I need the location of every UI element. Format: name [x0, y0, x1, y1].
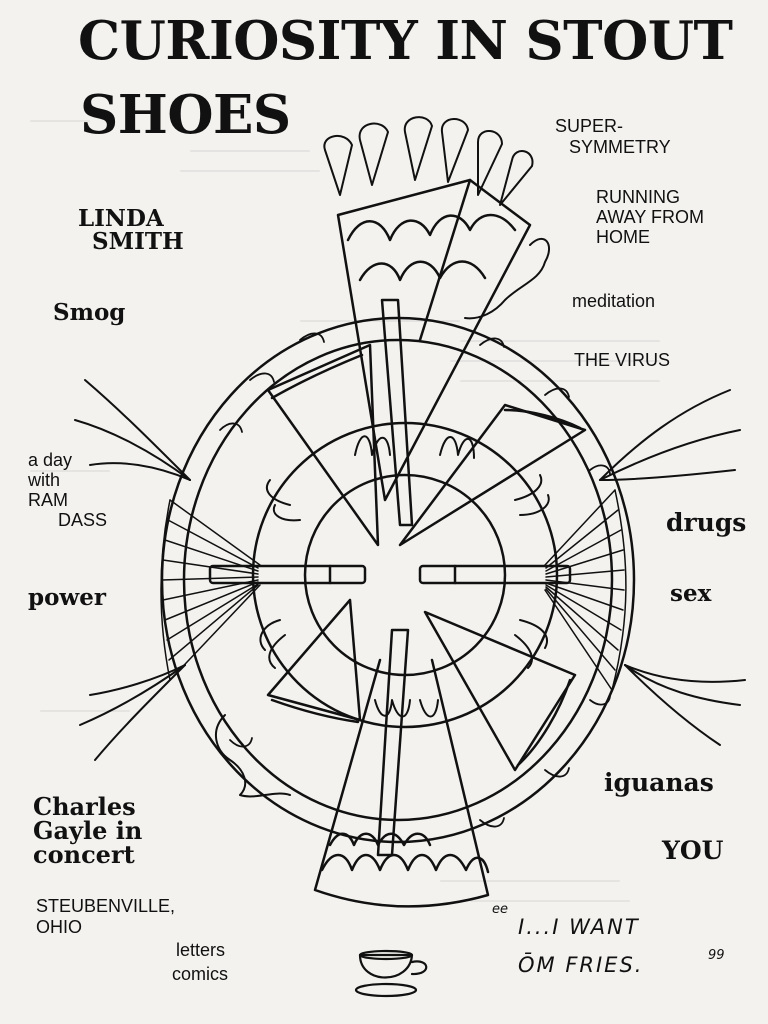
topic-ram-dass: a day with RAM DASS [28, 450, 107, 530]
topic-letters-comics: letters comics [172, 938, 228, 986]
topic-linda-line2: SMITH [92, 228, 184, 255]
topic-iguanas: iguanas [604, 768, 714, 797]
title-line-2: SHOES [80, 84, 291, 146]
flames [259, 435, 550, 718]
topic-comics: comics [172, 964, 229, 984]
topic-letters: letters [176, 940, 226, 960]
topic-sex: sex [670, 580, 712, 607]
drips [215, 237, 550, 798]
quote-close-mark: 99 [708, 948, 725, 963]
topic-you: YOU [662, 836, 724, 865]
topic-drugs: drugs [666, 508, 747, 537]
topic-ramdass-line1: a day [28, 450, 73, 470]
topic-smog: Smog [53, 299, 126, 326]
quote-line-1: I...I WANT [518, 915, 640, 939]
topic-meditation: meditation [572, 291, 656, 311]
topic-ramdass-line4: DASS [58, 510, 108, 530]
topic-charles-line2: Gayle in [33, 816, 143, 845]
topic-running-line3: HOME [596, 227, 650, 247]
topic-ramdass-line3: RAM [28, 490, 68, 510]
topic-ramdass-line2: with [28, 470, 61, 490]
right-fan [544, 489, 627, 691]
topic-running-away: RUNNING AWAY FROM HOME [596, 187, 704, 247]
pizza-slices [266, 343, 587, 772]
cigarettes [208, 298, 572, 857]
title-line-1: CURIOSITY IN STOUT [78, 10, 733, 72]
ice-cream-cones [323, 116, 534, 206]
topic-charles-line3: concert [33, 840, 135, 869]
bottom-cone [313, 658, 490, 908]
topic-super-line2: SYMMETRY [569, 137, 671, 157]
topic-supersymmetry: SUPER- SYMMETRY [555, 116, 671, 158]
topic-running-line2: AWAY FROM [596, 207, 704, 227]
tea-cup-icon [354, 949, 428, 998]
topic-steub-line1: STEUBENVILLE, [36, 896, 176, 916]
topic-linda-smith: LINDA SMITH [78, 207, 238, 253]
left-fan [160, 499, 261, 681]
topic-steubenville: STEUBENVILLE, OHIO [36, 896, 175, 938]
top-cone [336, 178, 532, 502]
topic-power: power [28, 584, 106, 611]
ring-scallops [219, 332, 611, 828]
topic-linda-line1: LINDA [78, 205, 164, 232]
topic-steub-line2: OHIO [36, 917, 83, 937]
topic-charles-line1: Charles [33, 792, 136, 821]
topic-super-line1: SUPER- [555, 116, 624, 136]
topic-running-line1: RUNNING [596, 187, 680, 207]
seaweed-tendrils [74, 379, 746, 761]
quote-open-mark: ee [492, 902, 508, 917]
quote-line-2: ŌM FRIES. [518, 953, 644, 977]
topic-the-virus: THE VIRUS [574, 350, 671, 370]
topic-charles-gayle: Charles Gayle in concert [33, 795, 142, 867]
